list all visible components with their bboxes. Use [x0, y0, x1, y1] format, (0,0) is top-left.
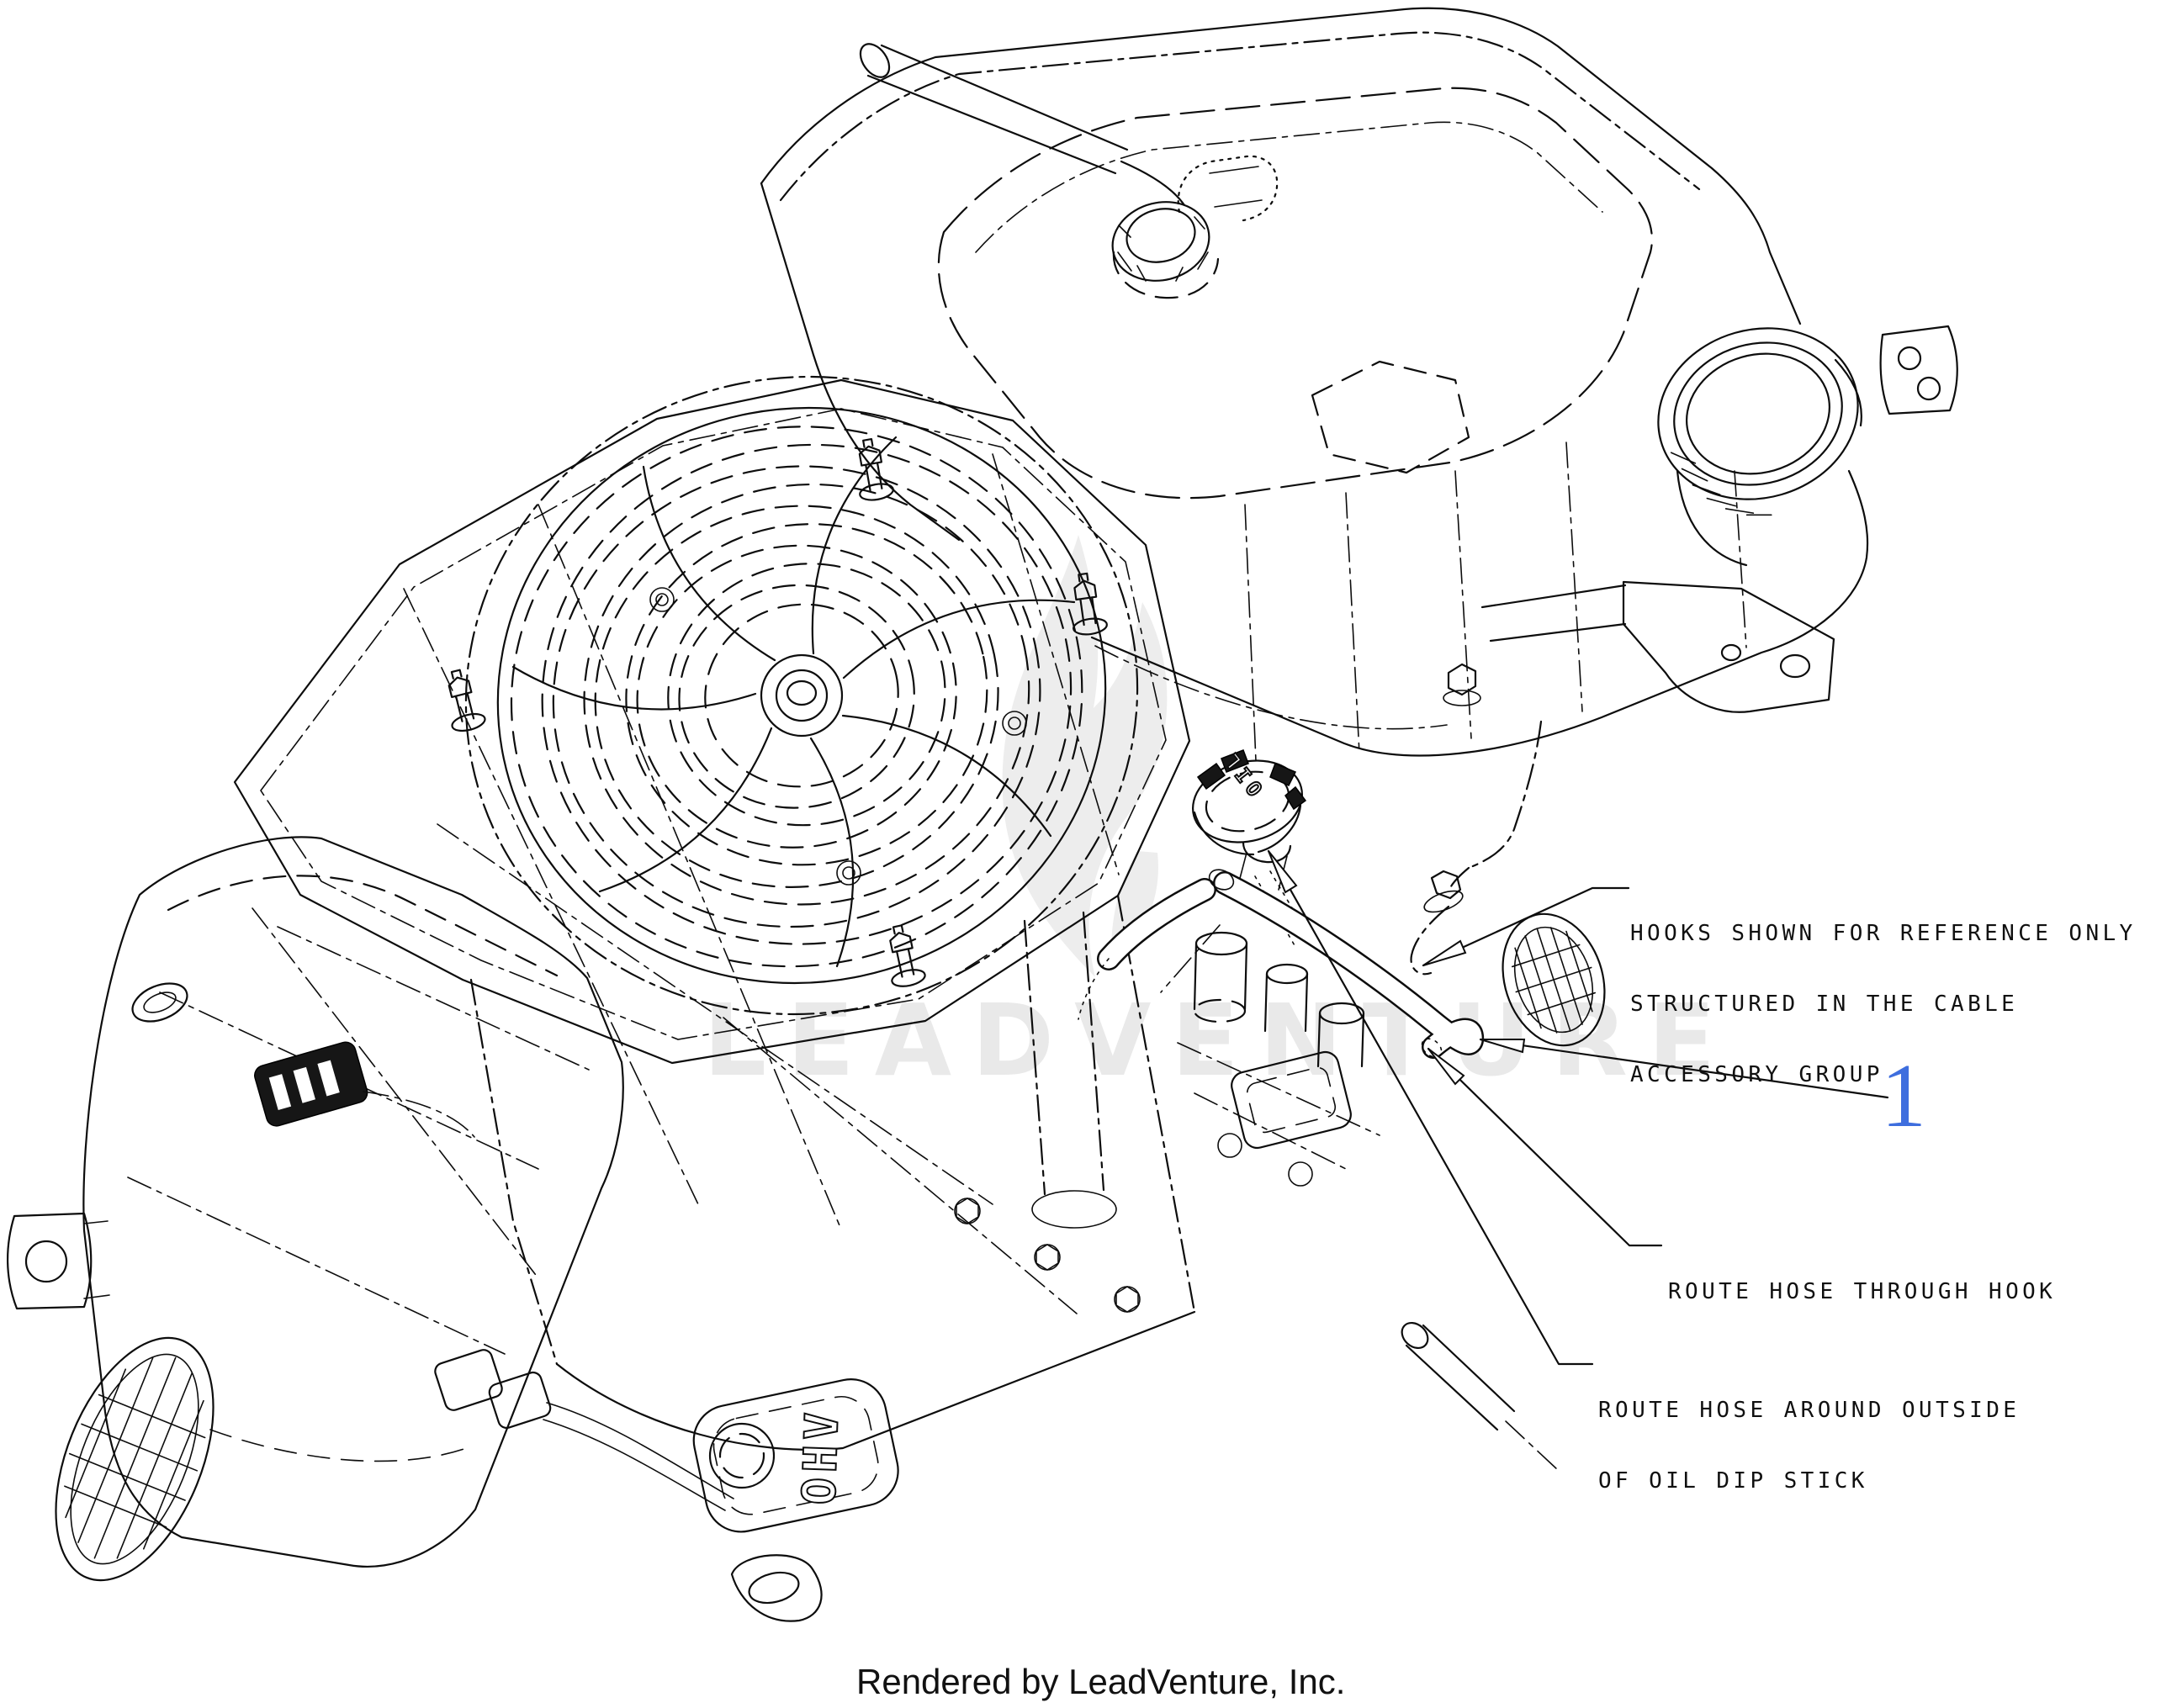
cable-hook	[1410, 866, 1470, 976]
callout-line: HOOKS SHOWN FOR REFERENCE ONLY	[1630, 921, 2137, 946]
blower-housing	[233, 375, 1191, 1065]
callout-hooks-note: HOOKS SHOWN FOR REFERENCE ONLY STRUCTURE…	[1630, 875, 2137, 1134]
fan-screen	[510, 426, 1083, 968]
callout-line: OF OIL DIP STICK	[1598, 1468, 1868, 1494]
mounting-stud	[1073, 572, 1108, 636]
air-cleaner-cover	[7, 836, 624, 1582]
plug-connector	[434, 1349, 734, 1511]
arrowhead	[1427, 1048, 1465, 1086]
callout-line: ROUTE HOSE AROUND OUTSIDE	[1598, 1398, 2021, 1423]
fuel-tank	[760, 7, 1958, 870]
arrowhead	[1422, 939, 1467, 966]
mounting-stud	[858, 437, 894, 501]
mounting-stud	[889, 924, 926, 987]
crankcase: OHV	[252, 453, 1606, 1622]
callout-route-dipstick-note: ROUTE HOSE AROUND OUTSIDE OF OIL DIP STI…	[1598, 1351, 2020, 1540]
callout-line: STRUCTURED IN THE CABLE	[1630, 991, 2019, 1017]
arrowhead	[1268, 850, 1298, 894]
part-number-link[interactable]: 1	[1881, 1046, 1926, 1146]
mounting-stud	[448, 669, 486, 732]
bolt-icon	[954, 1198, 1141, 1313]
debris-pad	[55, 1336, 215, 1582]
oil-drain-hose	[1208, 869, 1485, 1059]
callout-line: ACCESSORY GROUP	[1630, 1062, 1883, 1087]
wire-connector	[254, 1041, 368, 1127]
vent-screen	[1502, 912, 1606, 1047]
arrowhead	[1480, 1039, 1526, 1054]
fuel-filler-neck	[1657, 327, 1859, 516]
footer-credit: Rendered by LeadVenture, Inc.	[856, 1662, 1346, 1701]
callout-route-hook-note: ROUTE HOSE THROUGH HOOK	[1668, 1233, 2056, 1351]
fan-spokes	[511, 436, 1076, 968]
tank-bracket	[1443, 580, 1835, 713]
fuel-cap-icon	[1111, 201, 1220, 299]
callout-leaders	[1267, 849, 1889, 1366]
carburetor-cluster	[1078, 878, 1380, 1187]
ohv-marking: OHV	[792, 1407, 849, 1506]
callout-line: ROUTE HOSE THROUGH HOOK	[1668, 1279, 2057, 1304]
